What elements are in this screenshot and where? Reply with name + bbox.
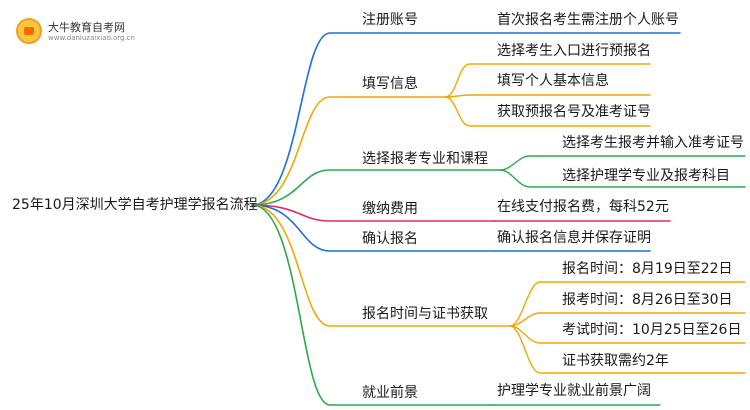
leaf-connector [444, 94, 651, 98]
branch-time-certificate: 报名时间与证书获取 [362, 306, 488, 322]
branch-connector [251, 169, 501, 206]
leaf-item: 选择考生报考并输入准考证号 [562, 135, 744, 151]
leaf-connector [509, 312, 746, 327]
leaf-item: 考试时间：10月25日至26日 [562, 322, 742, 338]
leaf-connector [509, 281, 746, 327]
leaf-connector [499, 169, 746, 188]
leaf-item: 确认报名信息并保存证明 [497, 230, 651, 246]
leaf-connector [444, 96, 651, 127]
leaf-item: 获取预报名号及准考证号 [497, 104, 651, 120]
branch-confirm: 确认报名 [362, 231, 418, 247]
branch-select-major: 选择报考专业和课程 [362, 151, 488, 167]
branch-connector [251, 32, 496, 206]
leaf-connector [444, 63, 651, 98]
leaf-item: 选择护理学专业及报考科目 [562, 168, 730, 184]
branch-connector [251, 204, 511, 327]
leaf-item: 选择考生入口进行预报名 [497, 43, 651, 59]
leaf-connector [499, 155, 746, 171]
branch-connector [251, 204, 496, 222]
branch-connector [251, 204, 496, 252]
leaf-item: 报名时间：8月19日至22日 [562, 261, 733, 277]
logo-badge-icon [16, 18, 42, 44]
leaf-item: 报考时间：8月26日至30日 [562, 292, 733, 308]
leaf-connector [509, 325, 746, 374]
branch-fill-info: 填写信息 [362, 76, 418, 92]
branch-register: 注册账号 [362, 12, 418, 28]
leaf-item: 在线支付报名费，每科52元 [497, 199, 669, 215]
leaf-item: 护理学专业就业前景广阔 [497, 383, 651, 399]
leaf-item: 首次报名考生需注册个人账号 [497, 12, 679, 28]
site-logo: 大牛教育自考网 www.daniuzaixiao.org.cn [8, 18, 148, 50]
branch-employment: 就业前景 [362, 385, 418, 401]
root-topic: 25年10月深圳大学自考护理学报名流程 [12, 197, 258, 213]
logo-name: 大牛教育自考网 [48, 21, 125, 34]
logo-url: www.daniuzaixiao.org.cn [48, 34, 135, 42]
branch-payment: 缴纳费用 [362, 201, 418, 217]
branch-connector [251, 204, 496, 406]
branch-connector [251, 96, 446, 206]
leaf-item: 证书获取需约2年 [562, 353, 669, 369]
leaf-item: 填写个人基本信息 [497, 73, 609, 89]
